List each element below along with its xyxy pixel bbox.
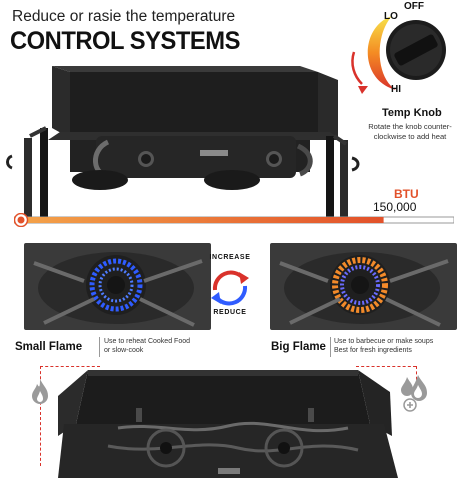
small-flame-label: Small Flame bbox=[15, 341, 83, 353]
stove-product-image bbox=[6, 66, 360, 218]
knob-lo-label: LO bbox=[384, 11, 398, 22]
small-flame-divider bbox=[99, 337, 100, 357]
temp-knob-title: Temp Knob bbox=[382, 107, 442, 119]
small-flame-description: Use to reheat Cooked Food or slow-cook bbox=[104, 338, 190, 354]
small-flame-icon bbox=[32, 379, 48, 404]
btu-label: BTU bbox=[394, 187, 419, 201]
reduce-label: REDUCE bbox=[213, 309, 247, 316]
big-flame-label: Big Flame bbox=[271, 341, 326, 353]
temp-knob-graphic bbox=[351, 16, 446, 94]
page-title: CONTROL SYSTEMS bbox=[10, 27, 240, 55]
stove-top-view-image bbox=[58, 370, 398, 478]
small-flame-connector bbox=[40, 366, 100, 367]
btu-gauge bbox=[14, 213, 454, 227]
big-flame-description: Use to barbecue or make soups Best for f… bbox=[334, 338, 434, 354]
increase-reduce-cycle-icon bbox=[211, 270, 249, 306]
knob-hi-label: HI bbox=[391, 84, 401, 95]
big-flame-icon bbox=[401, 375, 427, 412]
big-flame-photo bbox=[270, 243, 457, 330]
big-flame-connector bbox=[356, 366, 416, 367]
btu-value: 150,000 bbox=[373, 200, 417, 214]
btu-fill bbox=[14, 217, 384, 223]
temp-knob-description: Rotate the knob counter- clockwise to ad… bbox=[368, 122, 452, 141]
page-subtitle: Reduce or rasie the temperature bbox=[12, 8, 236, 25]
knob-off-label: OFF bbox=[404, 1, 424, 12]
small-flame-photo bbox=[24, 243, 211, 330]
small-flame-connector-vertical bbox=[40, 366, 41, 466]
increase-label: INCREASE bbox=[209, 254, 251, 261]
big-flame-divider bbox=[330, 337, 331, 357]
